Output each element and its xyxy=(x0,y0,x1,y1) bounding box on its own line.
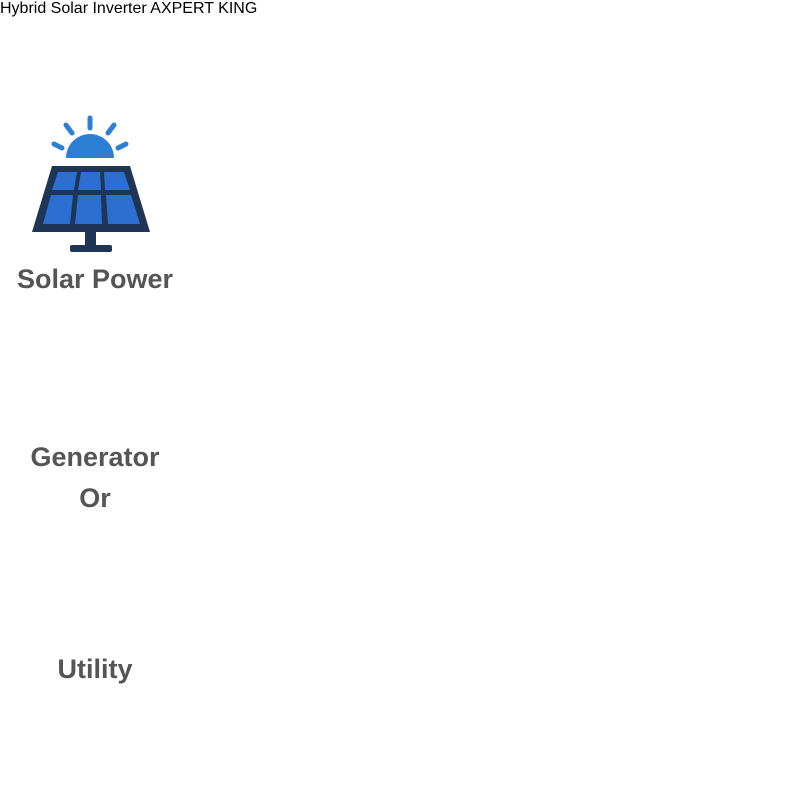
control-button-4[interactable]: AXPERT KING xyxy=(150,0,257,17)
display-panel: Hybrid Solar Inverter AXPERT KING xyxy=(0,0,257,17)
solar-power-label: Solar Power xyxy=(16,264,174,294)
control-button-1[interactable]: AXPERT KING xyxy=(150,0,257,17)
utility-label: Utility xyxy=(57,654,133,684)
display-title: Hybrid Solar Inverter xyxy=(0,0,147,17)
inverter-icon: Hybrid Solar Inverter AXPERT KING xyxy=(0,0,257,17)
solar-panel-icon xyxy=(32,115,150,252)
or-label: Or xyxy=(79,483,111,513)
lcd-screen: AXPERT KING xyxy=(150,0,257,17)
brand-logo-bar: KING xyxy=(218,0,257,17)
brand-logo-bottom: KING xyxy=(218,0,258,17)
generator-label: Generator xyxy=(30,442,160,472)
system-boundary: Hybrid Solar Inverter AXPERT KING xyxy=(0,0,257,684)
brand-logo-top: AXPERT xyxy=(150,0,214,17)
control-button-3[interactable]: AXPERT KING xyxy=(150,0,257,17)
control-button-2[interactable]: AXPERT KING xyxy=(150,0,257,17)
